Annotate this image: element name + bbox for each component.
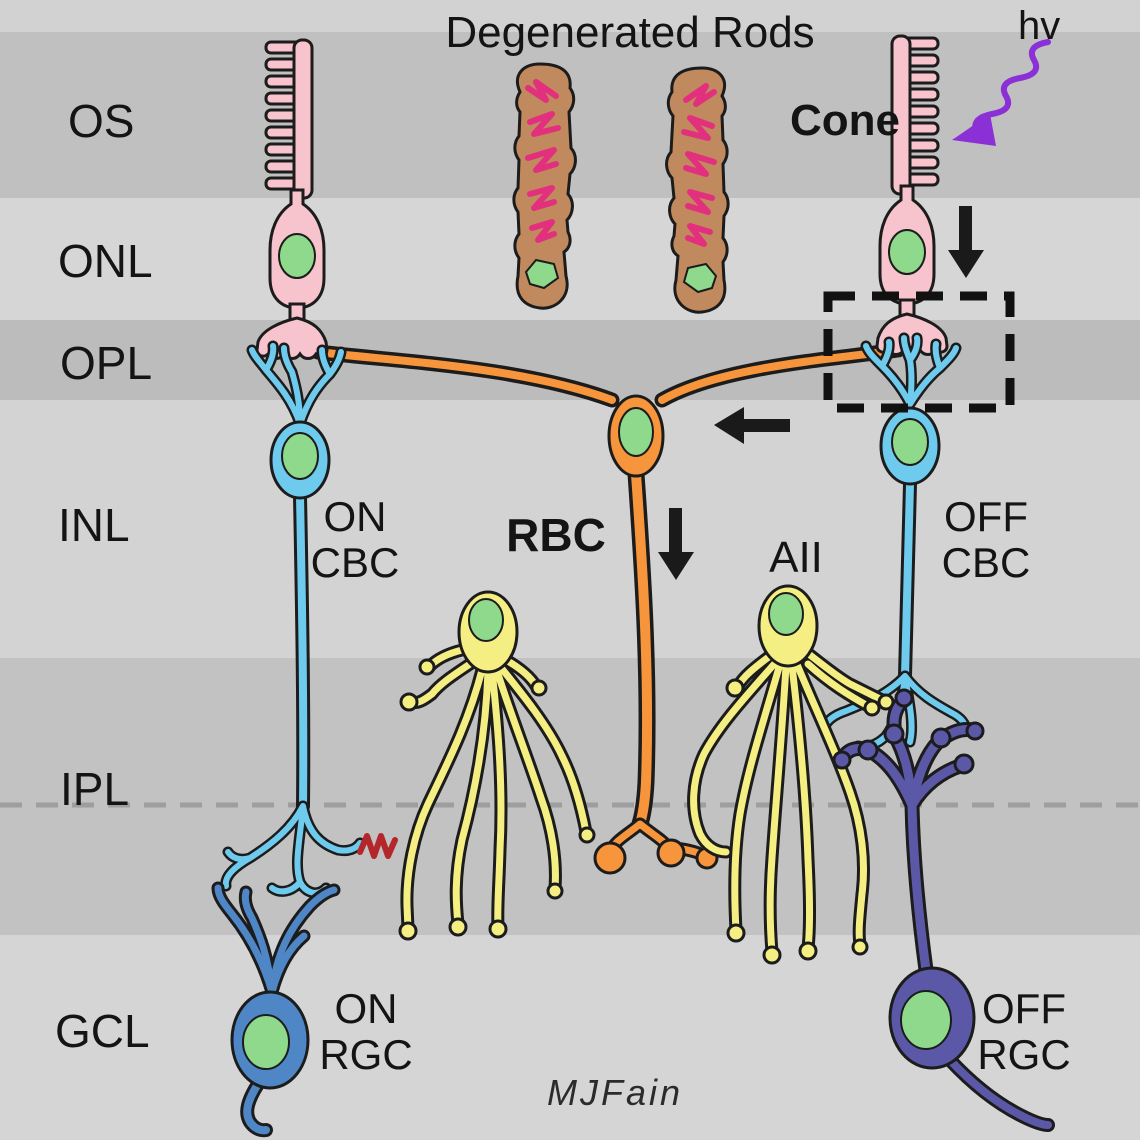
degenerated-rod-1 [514, 64, 576, 308]
layer-label-os: OS [68, 95, 135, 147]
off-rgc-cell [832, 688, 1048, 1125]
aii-cell-1 [398, 590, 596, 941]
synapse-zigzag-icon [357, 833, 398, 859]
band-ipl [0, 658, 1140, 935]
off-cbc-cell [824, 338, 966, 747]
off-rgc-label: OFF RGC [977, 985, 1071, 1079]
rbc-label: RBC [506, 509, 606, 561]
cone-label: Cone [790, 96, 900, 145]
left-arrow-icon-rbc [714, 407, 790, 444]
band-top [0, 0, 1140, 32]
down-arrow-icon-cone [948, 206, 984, 278]
signature: MJFain [546, 1072, 684, 1113]
figure-title: Degenerated Rods [445, 8, 815, 57]
on-cbc-label: ON CBC [310, 493, 400, 587]
on-rgc-label: ON RGC [319, 985, 413, 1079]
down-arrow-icon-rbc [658, 508, 694, 580]
aii-cell-2 [694, 584, 895, 965]
dashed-roi-box [823, 291, 1015, 413]
layer-label-inl: INL [58, 499, 130, 551]
layer-label-onl: ONL [58, 235, 153, 287]
on-cbc-cell [226, 346, 360, 893]
off-cbc-label: OFF CBC [941, 493, 1031, 587]
photon-arrow-icon [952, 39, 1051, 146]
layer-label-opl: OPL [60, 337, 153, 389]
layer-label-ipl: IPL [60, 763, 130, 815]
on-rgc-cell [218, 888, 334, 1130]
photon-label: hv [1018, 4, 1061, 48]
degenerated-rod-2 [667, 68, 729, 312]
aii-label: AII [769, 533, 823, 582]
rbc-cell [300, 328, 914, 875]
band-inl [0, 400, 1140, 658]
layer-label-gcl: GCL [55, 1005, 150, 1057]
